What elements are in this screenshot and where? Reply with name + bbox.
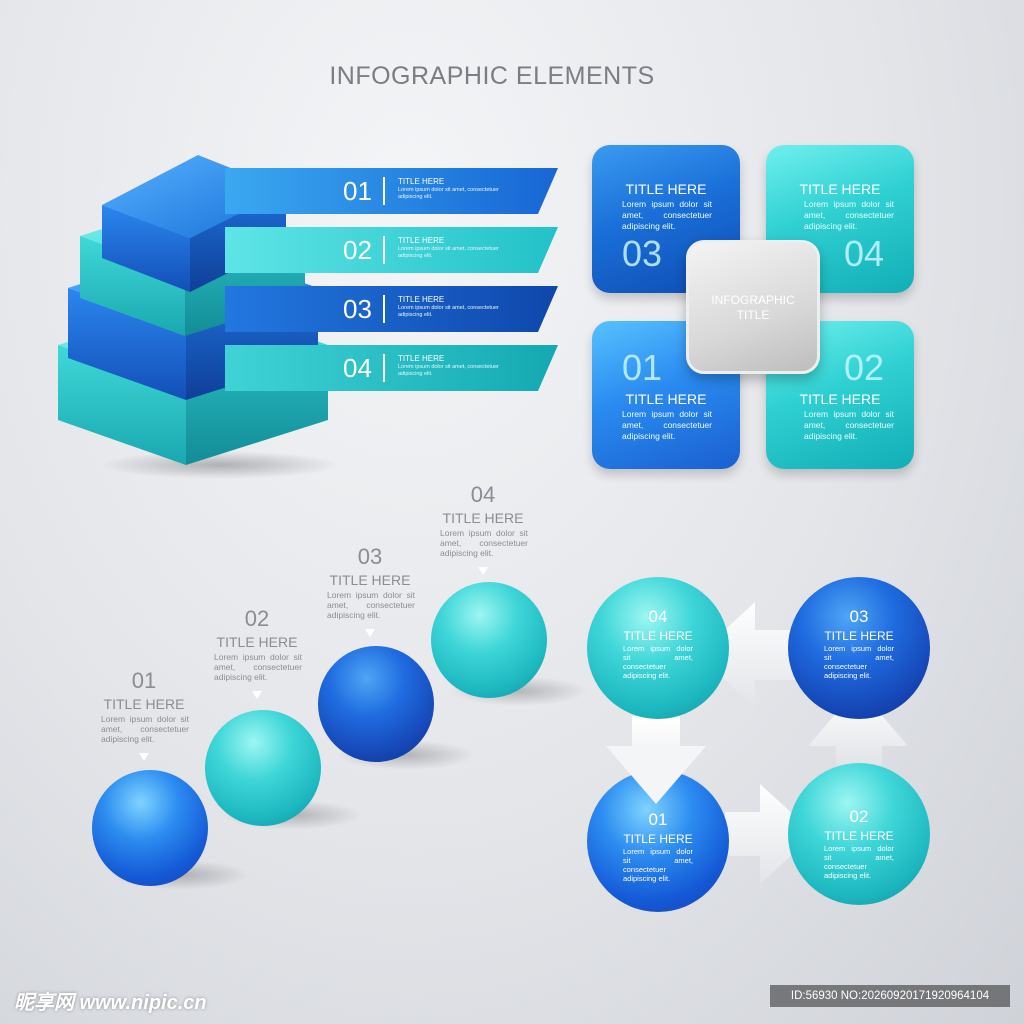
band-body: Lorem ipsum dolor sit amet, consectetuer… xyxy=(398,246,499,259)
band-title: TITLE HERE xyxy=(398,354,445,363)
band-divider xyxy=(383,177,385,205)
cycle-title: TITLE HERE xyxy=(824,629,894,643)
tile-number: 03 xyxy=(622,233,663,274)
cycle-number: 02 xyxy=(849,807,869,826)
tile-title: TITLE HERE xyxy=(799,391,881,407)
sphere-01 xyxy=(92,770,208,886)
step-number: 03 xyxy=(357,544,383,569)
center-title-line1: INFOGRAPHIC xyxy=(711,293,795,307)
tile-body: Lorem ipsum dolor sit amet, consectetuer… xyxy=(804,199,894,231)
arrow-up-icon xyxy=(808,688,908,766)
cycle-body: Lorem ipsum dolor sit amet, consectetuer… xyxy=(623,644,693,680)
step-title: TITLE HERE xyxy=(442,510,524,526)
step-title: TITLE HERE xyxy=(103,696,185,712)
band-body: Lorem ipsum dolor sit amet, consectetuer… xyxy=(398,305,499,318)
tile-title: TITLE HERE xyxy=(625,181,707,197)
step-body: Lorem ipsum dolor sit amet, consectetuer… xyxy=(214,652,302,682)
tile-number: 01 xyxy=(622,347,663,388)
band-body: Lorem ipsum dolor sit amet, consectetuer… xyxy=(398,187,499,200)
step-number: 02 xyxy=(244,606,270,631)
tile-title: TITLE HERE xyxy=(625,391,707,407)
down-pointer-icon xyxy=(252,691,262,699)
cycle-title: TITLE HERE xyxy=(623,832,693,846)
sphere-03 xyxy=(318,646,434,762)
step-body: Lorem ipsum dolor sit amet, consectetuer… xyxy=(101,714,189,744)
center-title-line2: TITLE xyxy=(736,308,770,322)
arrow-down-tip xyxy=(606,746,706,804)
tile-03: TITLE HERE Lorem ipsum dolor sit amet, c… xyxy=(592,145,740,293)
cycle-node-03: 03 TITLE HERE Lorem ipsum dolor sit amet… xyxy=(788,577,930,719)
band-title: TITLE HERE xyxy=(398,236,445,245)
step-title: TITLE HERE xyxy=(216,634,298,650)
step-body: Lorem ipsum dolor sit amet, consectetuer… xyxy=(327,590,415,620)
cycle-node-04: 04 TITLE HERE Lorem ipsum dolor sit amet… xyxy=(587,577,729,719)
tile-body: Lorem ipsum dolor sit amet, consectetuer… xyxy=(622,199,712,231)
watermark-left: 昵享网 www.nipic.cn xyxy=(14,992,207,1014)
tile-number: 04 xyxy=(844,233,885,274)
band-number: 01 xyxy=(343,176,372,206)
band-04: 04 TITLE HERE Lorem ipsum dolor sit amet… xyxy=(225,345,558,391)
down-pointer-icon xyxy=(365,629,375,637)
band-03: 03 TITLE HERE Lorem ipsum dolor sit amet… xyxy=(225,286,558,332)
band-02: 02 TITLE HERE Lorem ipsum dolor sit amet… xyxy=(225,227,558,273)
down-pointer-icon xyxy=(478,567,488,575)
band-number: 04 xyxy=(343,353,372,383)
cycle-body: Lorem ipsum dolor sit amet, consectetuer… xyxy=(623,847,693,883)
cycle-body: Lorem ipsum dolor sit amet, consectetuer… xyxy=(824,644,894,680)
step-number: 01 xyxy=(131,668,157,693)
band-01: 01 TITLE HERE Lorem ipsum dolor sit amet… xyxy=(225,168,558,214)
step-number: 04 xyxy=(470,482,496,507)
step-body: Lorem ipsum dolor sit amet, consectetuer… xyxy=(440,528,528,558)
band-divider xyxy=(383,236,385,264)
cycle-body: Lorem ipsum dolor sit amet, consectetuer… xyxy=(824,844,894,880)
sphere-02 xyxy=(205,710,321,826)
cycle-number: 01 xyxy=(648,810,668,829)
center-title-tile: INFOGRAPHIC TITLE xyxy=(686,240,820,374)
band-title: TITLE HERE xyxy=(398,177,445,186)
tile-body: Lorem ipsum dolor sit amet, consectetuer… xyxy=(804,409,894,441)
cycle-title: TITLE HERE xyxy=(623,629,693,643)
cycle-number: 03 xyxy=(849,607,869,626)
cycle-title: TITLE HERE xyxy=(824,829,894,843)
page-title: INFOGRAPHIC ELEMENTS xyxy=(329,62,655,90)
band-divider xyxy=(383,295,385,323)
sphere-04 xyxy=(431,582,547,698)
cycle-node-02: 02 TITLE HERE Lorem ipsum dolor sit amet… xyxy=(788,763,930,905)
tile-title: TITLE HERE xyxy=(799,181,881,197)
band-number: 03 xyxy=(343,294,372,324)
step-title: TITLE HERE xyxy=(329,572,411,588)
band-title: TITLE HERE xyxy=(398,295,445,304)
arrow-left-icon xyxy=(698,602,795,708)
tile-number: 02 xyxy=(844,347,885,388)
band-number: 02 xyxy=(343,235,372,265)
arrow-down-icon xyxy=(606,746,706,804)
down-pointer-icon xyxy=(139,753,149,761)
band-divider xyxy=(383,354,385,382)
tile-body: Lorem ipsum dolor sit amet, consectetuer… xyxy=(622,409,712,441)
cycle-number: 04 xyxy=(648,607,668,626)
band-body: Lorem ipsum dolor sit amet, consectetuer… xyxy=(398,364,499,377)
arrow-right-icon xyxy=(725,784,815,884)
watermark-right: ID:56930 NO:20260920171920964104 xyxy=(770,985,1010,1007)
